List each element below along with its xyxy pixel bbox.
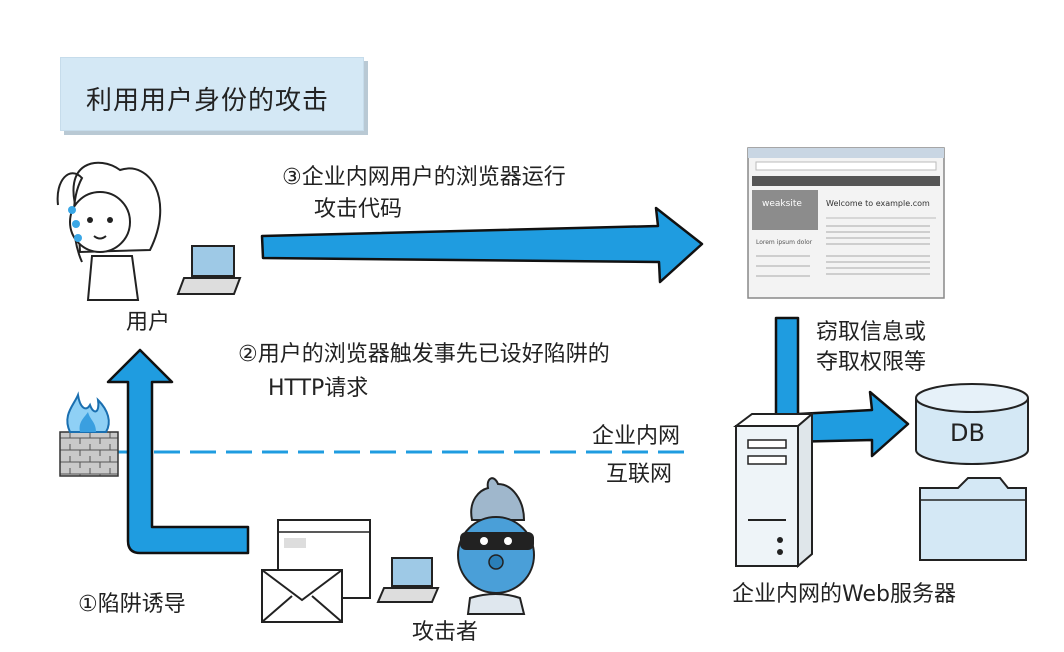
title-box (60, 57, 364, 131)
arrow-step1-trap (106, 348, 250, 555)
server-tower-icon (733, 411, 815, 569)
arrow-step3-run-code (260, 206, 704, 284)
server-label: 企业内网的Web服务器 (732, 582, 956, 607)
step1-label: ①陷阱诱导 (78, 592, 186, 617)
step2-label-line2: HTTP请求 (268, 376, 369, 401)
diagram-title: 利用用户身份的攻击 (86, 86, 330, 116)
attacker-figure (457, 477, 535, 615)
step3-label-line2: 攻击代码 (314, 197, 403, 222)
browser-side-text: Lorem ipsum dolor (756, 239, 813, 246)
browser-site-name: weaksite (762, 199, 802, 209)
db-label: DB (950, 419, 985, 447)
firewall-icon (59, 391, 119, 477)
database-icon (915, 383, 1029, 465)
internet-label: 互联网 (606, 462, 673, 487)
step2-label-line1: ②用户的浏览器触发事先已设好陷阱的 (238, 342, 610, 367)
user-figure (56, 161, 162, 301)
attacker-label: 攻击者 (412, 620, 479, 645)
steal-label-line2: 夺取权限等 (816, 350, 927, 375)
envelope-icon (261, 569, 343, 623)
user-laptop-icon (176, 245, 242, 295)
steal-label-line1: 窃取信息或 (816, 320, 927, 345)
attacker-laptop-icon (376, 557, 440, 603)
browser-welcome: Welcome to example.com (826, 199, 930, 208)
user-label: 用户 (126, 310, 171, 335)
intranet-label: 企业内网 (592, 424, 681, 449)
browser-window: weaksite Welcome to example.com Lorem ip… (747, 147, 945, 299)
step3-label-line1: ③企业内网用户的浏览器运行 (282, 165, 566, 190)
folder-icon (919, 477, 1027, 561)
